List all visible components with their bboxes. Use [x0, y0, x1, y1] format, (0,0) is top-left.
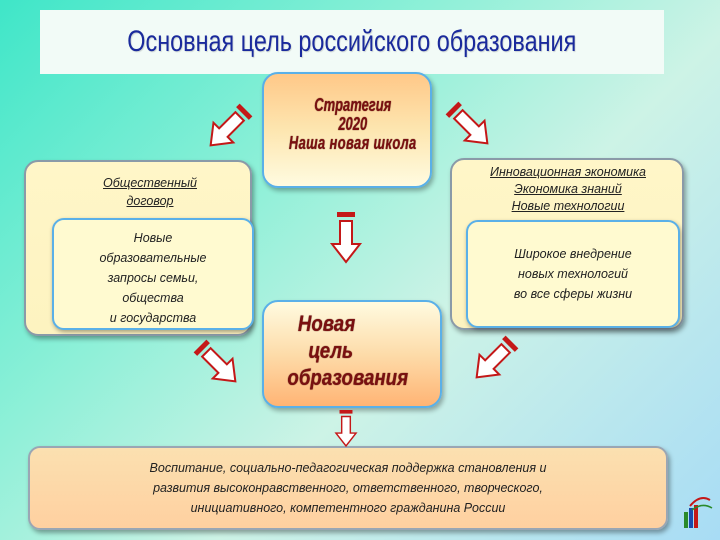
- upbringing-text: Воспитание, социально-педагогическая под…: [150, 458, 547, 518]
- strategy-box: Стратегия 2020 Наша новая школа: [262, 72, 432, 188]
- left-inner-line: запросы семьи,: [107, 271, 199, 285]
- tech-adoption-text: Широкое внедрение новых технологий во вс…: [468, 222, 678, 304]
- strategy-line: 2020: [338, 114, 368, 134]
- right-inner-line: во все сферы жизни: [513, 287, 633, 301]
- bottom-box: Воспитание, социально-педагогическая под…: [28, 446, 668, 530]
- bottom-line: Воспитание, социально-педагогическая под…: [149, 461, 547, 475]
- arrow-up-left-icon: [199, 99, 257, 157]
- strategy-text: Стратегия 2020 Наша новая школа: [264, 96, 430, 154]
- new-goal-line: образования: [287, 365, 409, 390]
- arrow-down-right-icon: [189, 335, 247, 393]
- left-outer-line: Общественный: [103, 176, 197, 190]
- right-outer-line: Экономика знаний: [514, 182, 622, 196]
- strategy-line: Стратегия: [314, 95, 392, 115]
- left-inner-line: и государства: [109, 311, 197, 325]
- left-inner-line: Новые: [133, 231, 173, 245]
- innovation-economy-text: Инновационная экономика Экономика знаний…: [456, 164, 680, 215]
- right-outer-line: Инновационная экономика: [490, 165, 646, 179]
- new-goal-line: Новая: [297, 311, 356, 336]
- logo-icon: [684, 497, 713, 528]
- left-inner-panel: Новые образовательные запросы семьи, общ…: [52, 218, 254, 330]
- arrow-down-left-icon: [465, 331, 523, 389]
- new-goal-line: цель: [308, 338, 354, 363]
- bottom-line: инициативного, компетентного гражданина …: [190, 501, 506, 515]
- right-inner-line: новых технологий: [518, 267, 628, 281]
- left-inner-line: образовательные: [99, 251, 207, 265]
- arrow-down-icon: [331, 211, 361, 263]
- new-educational-requests-text: Новые образовательные запросы семьи, общ…: [54, 220, 252, 328]
- right-inner-line: Широкое внедрение: [514, 247, 632, 261]
- bottom-line: развития высоконравственного, ответствен…: [153, 481, 543, 495]
- left-inner-line: общества: [122, 291, 184, 305]
- arrow-down-icon: [335, 409, 357, 447]
- new-goal-box: Новая цель образования: [262, 300, 442, 408]
- right-outer-line: Новые технологии: [511, 199, 625, 213]
- left-outer-line: договор: [126, 194, 174, 208]
- arrow-down-right-icon: [441, 97, 499, 155]
- new-goal-text: Новая цель образования: [264, 310, 440, 391]
- right-inner-panel: Широкое внедрение новых технологий во вс…: [466, 220, 680, 328]
- social-contract-text: Общественный договор: [80, 174, 220, 210]
- strategy-line: Наша новая школа: [288, 133, 417, 153]
- page-title: Основная цель российского образования: [127, 25, 577, 58]
- title-bar: Основная цель российского образования: [40, 10, 664, 74]
